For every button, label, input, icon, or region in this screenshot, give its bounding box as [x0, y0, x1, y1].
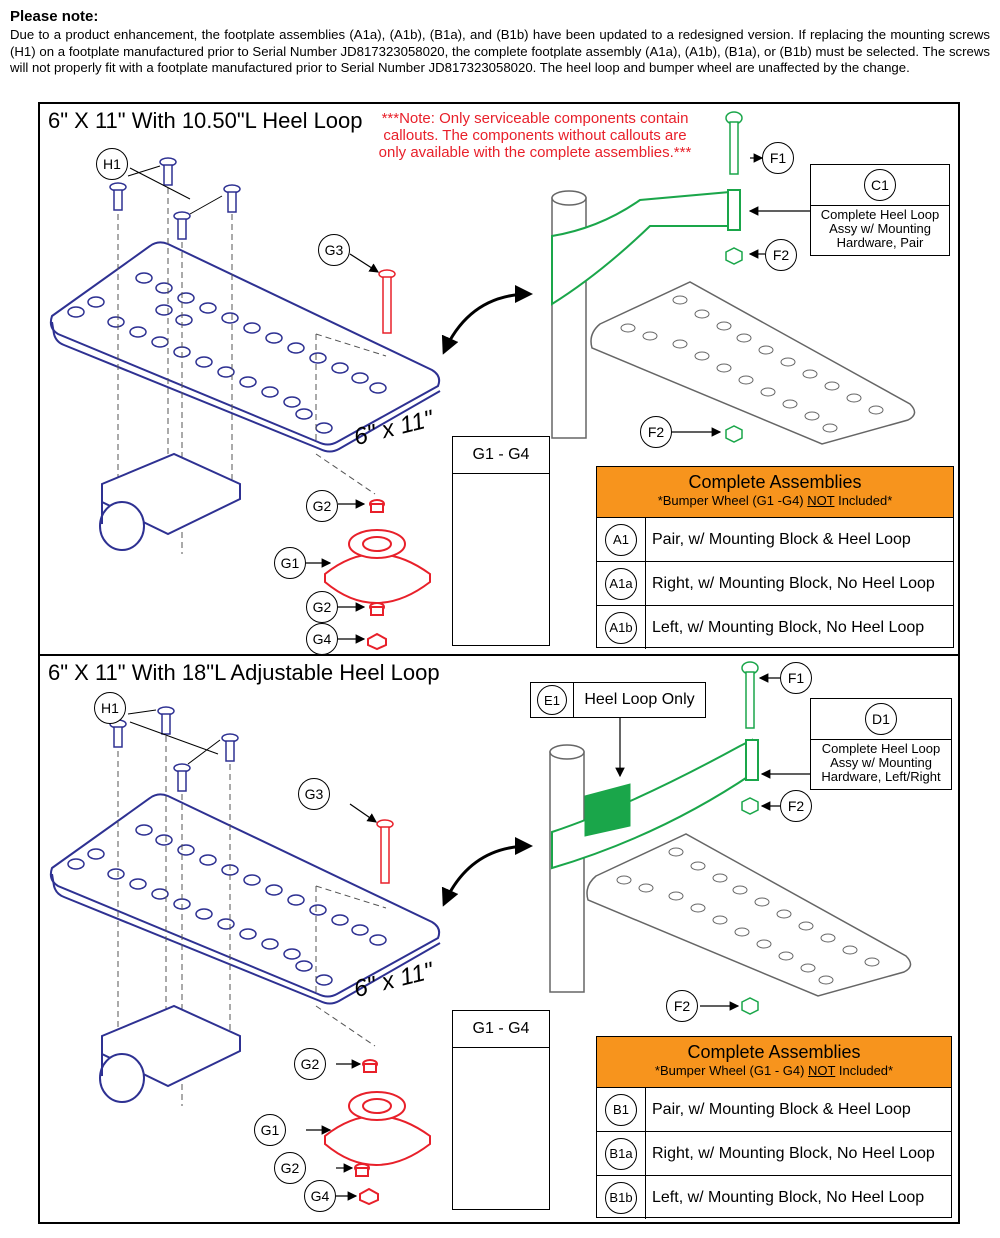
footplate-holes	[67, 272, 387, 434]
callout-g4: G4	[306, 623, 338, 655]
assemblies-title: Complete Assemblies	[688, 472, 862, 492]
assembly-row: B1b Left, w/ Mounting Block, No Heel Loop	[597, 1176, 951, 1219]
serviceable-note: ***Note: Only serviceable components con…	[378, 110, 692, 161]
assembly-row: A1a Right, w/ Mounting Block, No Heel Loo…	[597, 562, 953, 606]
assembly-text: Left, w/ Mounting Block, No Heel Loop	[652, 618, 925, 636]
assembly-row: B1a Right, w/ Mounting Block, No Heel Loo…	[597, 1132, 951, 1176]
complete-assemblies-table-b: Complete Assemblies *Bumper Wheel (G1 - …	[596, 1036, 952, 1219]
footplate-right	[586, 833, 912, 997]
callout-g1: G1	[274, 547, 306, 579]
g3-screw	[378, 269, 396, 334]
f-hardware	[725, 111, 743, 443]
heel-loop-box-c1: C1 Complete Heel Loop Assy w/ Mounting H…	[810, 164, 950, 256]
callout-g3: G3	[318, 234, 350, 266]
assemblies-header: Complete Assemblies *Bumper Wheel (G1 - …	[597, 1037, 951, 1088]
hanger-tube	[551, 190, 587, 439]
callout-g1: G1	[254, 1114, 286, 1146]
callout-e1: E1	[537, 685, 567, 715]
heel-loop-box-d1: D1 Complete Heel Loop Assy w/ Mounting H…	[810, 698, 952, 790]
g1-g4-box: G1 - G4	[452, 436, 550, 646]
assemblies-subtitle: *Bumper Wheel (G1 - G4) NOT Included*	[654, 1063, 894, 1078]
heel-loop-only-box: E1 Heel Loop Only	[530, 682, 706, 718]
callout-f2-top: F2	[780, 790, 812, 822]
callout-h1: H1	[96, 148, 128, 180]
h1-screws	[109, 157, 241, 240]
complete-assemblies-table-a: Complete Assemblies *Bumper Wheel (G1 -G…	[596, 466, 954, 649]
callout-g4: G4	[304, 1180, 336, 1212]
footplate-right	[590, 281, 916, 445]
assembly-text: Right, w/ Mounting Block, No Heel Loop	[652, 1144, 935, 1162]
note-title: Please note:	[10, 8, 99, 25]
assembly-id: A1b	[605, 611, 637, 644]
g1-g4-box-title: G1 - G4	[453, 437, 549, 474]
g3-screw	[376, 819, 394, 884]
callout-d1: D1	[865, 703, 897, 735]
assembly-row: A1 Pair, w/ Mounting Block & Heel Loop	[597, 518, 953, 562]
heel-loop-only-text: Heel Loop Only	[584, 691, 695, 708]
note-body: Due to a product enhancement, the footpl…	[10, 27, 990, 75]
panel-10-50-heel-loop: 6" X 11" With 10.50"L Heel Loop ***Note:…	[38, 102, 960, 656]
assembly-row: A1b Left, w/ Mounting Block, No Heel Loop	[597, 606, 953, 649]
callout-g2-bottom: G2	[306, 591, 338, 623]
assembly-id: B1a	[605, 1137, 637, 1170]
panel1-title: 6" X 11" With 10.50"L Heel Loop	[48, 108, 363, 133]
g1-g4-box-title: G1 - G4	[453, 1011, 549, 1048]
g1-wheel	[324, 1059, 431, 1206]
callout-h1: H1	[94, 692, 126, 724]
footplate-drawing	[49, 241, 441, 453]
heel-loop-box-text: Complete Heel Loop Assy w/ Mounting Hard…	[820, 207, 940, 250]
assembly-id: A1a	[605, 567, 637, 600]
assembly-text: Pair, w/ Mounting Block & Heel Loop	[652, 530, 911, 548]
g1-g4-box: G1 - G4	[452, 1010, 550, 1210]
assemblies-subtitle: *Bumper Wheel (G1 -G4) NOT Included*	[657, 493, 893, 508]
callout-g2-top: G2	[294, 1048, 326, 1080]
callout-g2-top: G2	[306, 490, 338, 522]
assembly-text: Pair, w/ Mounting Block & Heel Loop	[652, 1100, 911, 1118]
assembly-id: A1	[605, 523, 637, 556]
assembly-row: B1 Pair, w/ Mounting Block & Heel Loop	[597, 1088, 951, 1132]
callout-c1: C1	[864, 169, 896, 201]
panel2-title: 6" X 11" With 18"L Adjustable Heel Loop	[48, 660, 440, 685]
assembly-id: B1b	[605, 1181, 637, 1214]
mounting-block-drawing	[99, 452, 241, 551]
heel-loop-box-text: Complete Heel Loop Assy w/ Mounting Hard…	[821, 741, 941, 784]
g1-wheel	[324, 499, 431, 651]
h1-screws	[109, 706, 239, 792]
assemblies-title: Complete Assemblies	[687, 1042, 861, 1062]
callout-f2-top: F2	[765, 239, 797, 271]
callout-g2-bottom: G2	[274, 1152, 306, 1184]
assembly-text: Left, w/ Mounting Block, No Heel Loop	[652, 1188, 925, 1206]
assembly-id: B1	[605, 1093, 637, 1126]
callout-f2-bottom: F2	[640, 416, 672, 448]
assemblies-header: Complete Assemblies *Bumper Wheel (G1 -G…	[597, 467, 953, 518]
mounting-block-drawing	[99, 1004, 241, 1103]
callout-g3: G3	[298, 778, 330, 810]
callout-f1: F1	[780, 662, 812, 694]
panel-18-adjustable-heel-loop: 6" X 11" With 18"L Adjustable Heel Loop …	[38, 654, 960, 1224]
callout-f2-bottom: F2	[666, 990, 698, 1022]
callout-f1: F1	[762, 142, 794, 174]
footplate-holes	[67, 824, 387, 986]
hanger-tube	[549, 744, 585, 993]
heel-loop-e1	[584, 783, 631, 837]
assembly-text: Right, w/ Mounting Block, No Heel Loop	[652, 574, 935, 592]
footplate-drawing	[49, 793, 441, 1005]
heel-loop-strap	[551, 189, 741, 306]
f-hardware	[741, 661, 759, 1015]
